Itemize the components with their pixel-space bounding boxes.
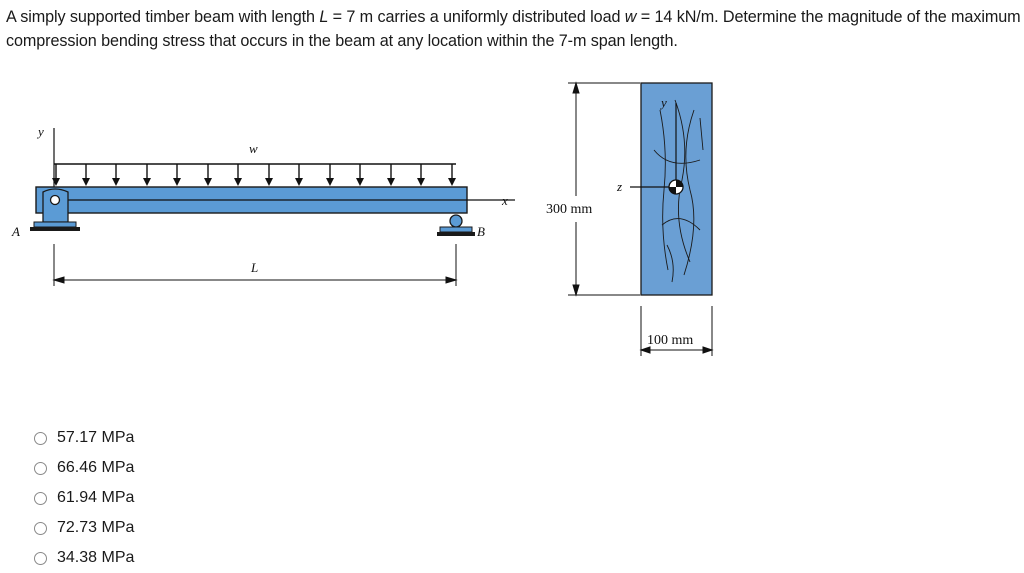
question-part: A simply supported timber beam with leng…	[6, 8, 320, 26]
label-x: x	[501, 193, 508, 208]
variable-w: w	[624, 8, 637, 26]
question-part: = 7 m carries a uniformly distributed lo…	[328, 8, 625, 26]
question-text: A simply supported timber beam with leng…	[6, 5, 1022, 53]
option-4[interactable]: 72.73 MPa	[34, 513, 134, 543]
question-part: = 14 kN/m. Determine the magnitude of th…	[6, 8, 1021, 50]
label-width: 100 mm	[647, 333, 693, 348]
option-5[interactable]: 34.38 MPa	[34, 543, 134, 573]
answer-options: 57.17 MPa 66.46 MPa 61.94 MPa 72.73 MPa …	[34, 423, 134, 573]
wood-grain-lines	[653, 99, 704, 283]
option-label: 34.38 MPa	[57, 549, 135, 566]
label-w: w	[249, 141, 258, 156]
option-label: 57.17 MPa	[57, 429, 135, 446]
option-2[interactable]: 66.46 MPa	[34, 453, 134, 483]
roller-support-B	[437, 214, 475, 236]
radio-button[interactable]	[34, 521, 47, 535]
height-dimension	[568, 81, 640, 297]
variable-L: L	[319, 8, 329, 26]
label-L: L	[250, 260, 258, 275]
radio-button[interactable]	[34, 491, 47, 505]
option-3[interactable]: 61.94 MPa	[34, 483, 134, 513]
label-z: z	[616, 179, 622, 194]
load-arrows	[52, 164, 456, 186]
label-y-beam: y	[36, 124, 44, 139]
label-y-section: y	[659, 95, 667, 110]
label-height: 300 mm	[546, 202, 592, 217]
option-label: 66.46 MPa	[57, 459, 135, 476]
radio-button[interactable]	[34, 461, 47, 475]
width-dimension	[639, 306, 714, 356]
label-B: B	[477, 224, 485, 239]
span-dimension	[52, 244, 458, 286]
pin-support-A	[30, 188, 80, 231]
option-label: 72.73 MPa	[57, 519, 135, 536]
label-A: A	[11, 224, 20, 239]
beam-diagram: y w x A B	[11, 81, 714, 356]
radio-button[interactable]	[34, 431, 47, 445]
option-1[interactable]: 57.17 MPa	[34, 423, 134, 453]
radio-button[interactable]	[34, 551, 47, 565]
option-label: 61.94 MPa	[57, 489, 135, 506]
centroid-icon	[668, 179, 684, 195]
